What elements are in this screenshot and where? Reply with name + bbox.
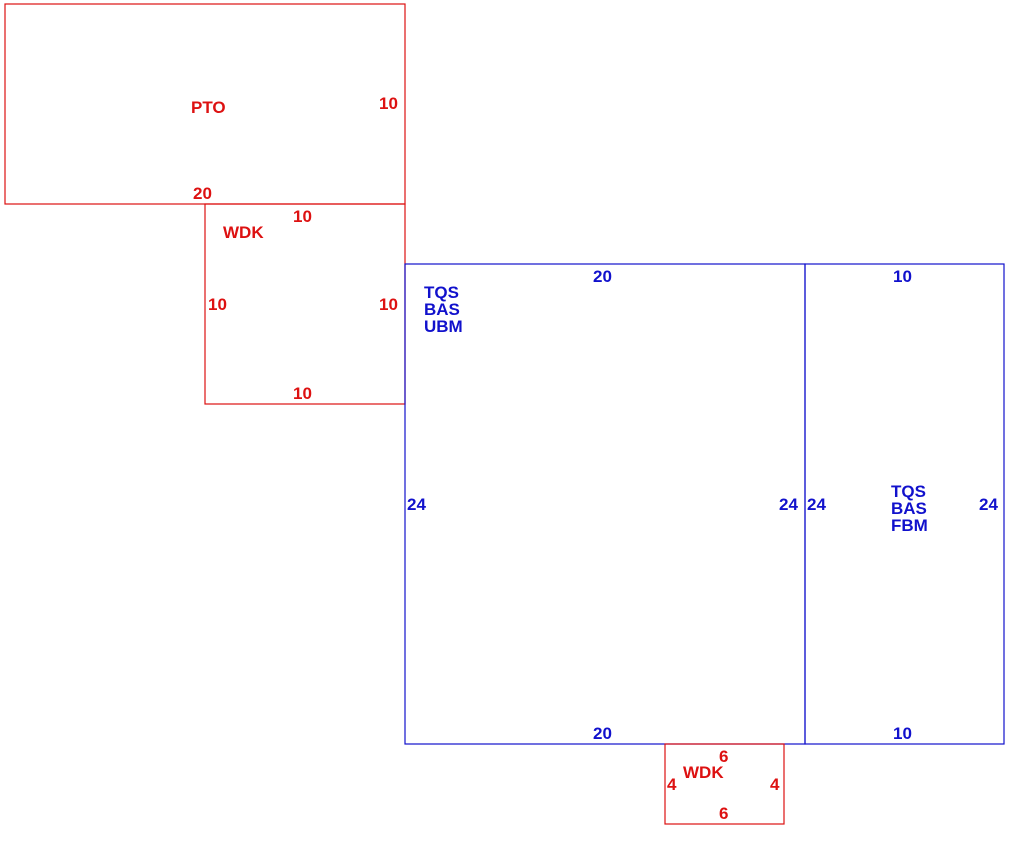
main-right-outline [804,263,1005,745]
main-left-bottom-dimension: 20 [593,724,612,743]
wdk-lower-area: WDK 6 4 4 6 [664,743,785,825]
wdk-upper-top-dimension: 10 [293,207,312,226]
wdk-lower-top-dimension: 6 [719,747,728,766]
main-left-left-dimension: 24 [407,495,426,514]
main-left-outline [404,263,806,745]
main-left-right-dimension: 24 [779,495,798,514]
wdk-upper-right-dimension: 10 [379,295,398,314]
wdk-upper-area: WDK 10 10 10 10 [204,203,406,405]
main-left-code-2: BAS [424,300,460,319]
wdk-lower-outline [664,743,785,825]
main-right-code-3: FBM [891,516,928,535]
main-left-area: TQS BAS UBM 20 24 24 20 [404,263,806,745]
pto-right-dimension: 10 [379,94,398,113]
main-left-code-1: TQS [424,283,459,302]
wdk-lower-label: WDK [683,763,724,782]
main-right-top-dimension: 10 [893,267,912,286]
pto-area: PTO 10 20 [4,3,406,205]
wdk-upper-left-dimension: 10 [208,295,227,314]
main-left-code-3: UBM [424,317,463,336]
wdk-lower-bottom-dimension: 6 [719,804,728,823]
main-right-right-dimension: 24 [979,495,998,514]
wdk-lower-left-dimension: 4 [667,775,677,794]
pto-bottom-dimension: 20 [193,184,212,203]
main-right-left-dimension: 24 [807,495,826,514]
wdk-upper-bottom-dimension: 10 [293,384,312,403]
main-right-bottom-dimension: 10 [893,724,912,743]
main-right-code-2: BAS [891,499,927,518]
main-right-area: TQS BAS FBM 10 24 24 10 [804,263,1005,745]
pto-label: PTO [191,98,226,117]
wdk-lower-right-dimension: 4 [770,775,780,794]
wdk-upper-label: WDK [223,223,264,242]
main-right-code-1: TQS [891,482,926,501]
main-left-top-dimension: 20 [593,267,612,286]
